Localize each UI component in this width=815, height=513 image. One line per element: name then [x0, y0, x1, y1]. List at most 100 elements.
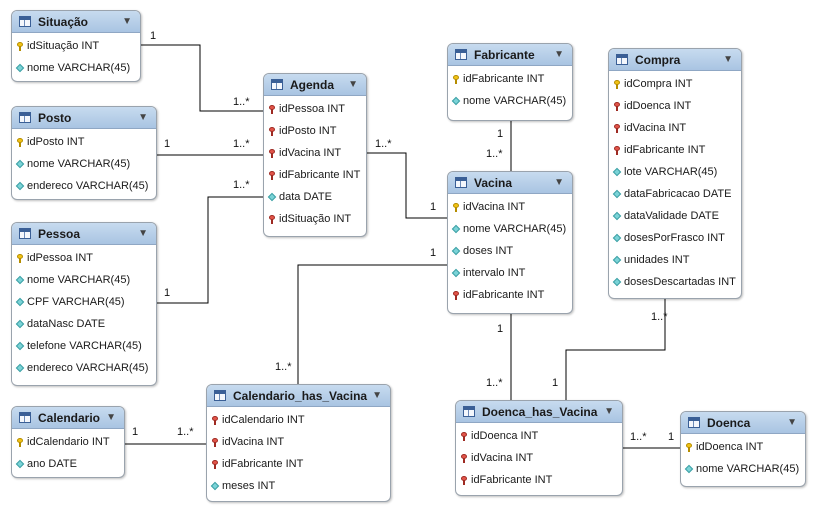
- triangle-down-icon[interactable]: ▼: [723, 54, 733, 65]
- situacao-header[interactable]: Situação▼: [12, 11, 140, 33]
- column-row[interactable]: idFabricante INT: [207, 453, 390, 475]
- triangle-down-icon[interactable]: ▼: [138, 112, 148, 123]
- column-row[interactable]: idPosto INT: [12, 131, 156, 153]
- column-row[interactable]: endereco VARCHAR(45): [12, 357, 156, 379]
- column-row[interactable]: idCalendario INT: [12, 431, 124, 453]
- column-row[interactable]: idFabricante INT: [264, 164, 366, 186]
- table-vacina[interactable]: Vacina▼idVacina INT nome VARCHAR(45) doses…: [447, 171, 573, 314]
- column-row[interactable]: idPessoa INT: [12, 247, 156, 269]
- card-agenda-side-situacao: 1..*: [233, 96, 250, 108]
- calendario-header[interactable]: Calendario▼: [12, 407, 124, 429]
- rel-pessoa-agenda[interactable]: [156, 196, 264, 304]
- column-row[interactable]: idCalendario INT: [207, 409, 390, 431]
- primary-key-icon: [16, 438, 24, 447]
- column-row[interactable]: ano DATE: [12, 453, 124, 475]
- column-row[interactable]: idVacina INT: [264, 142, 366, 164]
- calendario-has-vacina-header[interactable]: Calendario_has_Vacina▼: [207, 385, 390, 407]
- column-row[interactable]: idFabricante INT: [448, 284, 572, 306]
- column-label: dosesPorFrasco INT: [624, 232, 725, 244]
- column-row[interactable]: data DATE: [264, 186, 366, 208]
- rel-vacina-agenda[interactable]: [366, 152, 448, 219]
- column-row[interactable]: idDoenca INT: [681, 436, 805, 458]
- triangle-down-icon[interactable]: ▼: [554, 49, 564, 60]
- column-row[interactable]: nome VARCHAR(45): [12, 57, 140, 79]
- triangle-down-icon[interactable]: ▼: [787, 417, 797, 428]
- triangle-down-icon[interactable]: ▼: [604, 406, 614, 417]
- column-row[interactable]: telefone VARCHAR(45): [12, 335, 156, 357]
- column-row[interactable]: dosesDescartadas INT: [609, 271, 741, 293]
- column-label: meses INT: [222, 480, 276, 492]
- column-row[interactable]: dataNasc DATE: [12, 313, 156, 335]
- column-row[interactable]: CPF VARCHAR(45): [12, 291, 156, 313]
- compra-header[interactable]: Compra▼: [609, 49, 741, 71]
- column-row[interactable]: idVacina INT: [609, 117, 741, 139]
- column-row[interactable]: idCompra INT: [609, 73, 741, 95]
- table-grid-icon: [455, 49, 467, 60]
- triangle-down-icon[interactable]: ▼: [554, 177, 564, 188]
- column-row[interactable]: dataValidade DATE: [609, 205, 741, 227]
- column-row[interactable]: unidades INT: [609, 249, 741, 271]
- column-row[interactable]: meses INT: [207, 475, 390, 497]
- primary-key-icon: [16, 254, 24, 263]
- column-row[interactable]: idDoenca INT: [456, 425, 622, 447]
- column-row[interactable]: doses INT: [448, 240, 572, 262]
- doenca-header[interactable]: Doenca▼: [681, 412, 805, 434]
- triangle-down-icon[interactable]: ▼: [348, 79, 358, 90]
- column-row[interactable]: idVacina INT: [207, 431, 390, 453]
- column-row[interactable]: idSituação INT: [264, 208, 366, 230]
- table-grid-icon: [455, 177, 467, 188]
- column-row[interactable]: idPessoa INT: [264, 98, 366, 120]
- foreign-key-icon: [613, 146, 621, 155]
- posto-header[interactable]: Posto ▼: [12, 107, 156, 129]
- triangle-down-icon[interactable]: ▼: [122, 16, 132, 27]
- rel-vacina-calendario-has-vacina[interactable]: [297, 264, 448, 385]
- column-label: nome VARCHAR(45): [463, 223, 567, 235]
- column-row[interactable]: idVacina INT: [448, 196, 572, 218]
- column-row[interactable]: endereco VARCHAR(45): [12, 175, 156, 197]
- rel-situacao-agenda[interactable]: [140, 44, 264, 112]
- rel-doenca-has-vacina-compra[interactable]: [565, 298, 666, 401]
- column-row[interactable]: lote VARCHAR(45): [609, 161, 741, 183]
- pessoa-header[interactable]: Pessoa▼: [12, 223, 156, 245]
- column-row[interactable]: dosesPorFrasco INT: [609, 227, 741, 249]
- doenca-has-vacina-header[interactable]: Doenca_has_Vacina▼: [456, 401, 622, 423]
- column-row[interactable]: nome VARCHAR(45): [12, 269, 156, 291]
- fabricante-header[interactable]: Fabricante▼: [448, 44, 572, 66]
- foreign-key-icon: [268, 105, 276, 114]
- column-row[interactable]: nome VARCHAR(45): [448, 90, 572, 112]
- card-situacao-side: 1: [150, 30, 157, 42]
- column-row[interactable]: idFabricante INT: [456, 469, 622, 491]
- vacina-header[interactable]: Vacina▼: [448, 172, 572, 194]
- column-row[interactable]: idVacina INT: [456, 447, 622, 469]
- column-row[interactable]: nome VARCHAR(45): [681, 458, 805, 480]
- column-row[interactable]: intervalo INT: [448, 262, 572, 284]
- column-row[interactable]: idFabricante INT: [448, 68, 572, 90]
- triangle-down-icon[interactable]: ▼: [138, 228, 148, 239]
- column-row[interactable]: idSituação INT: [12, 35, 140, 57]
- column-label: idFabricante INT: [471, 474, 553, 486]
- column-row[interactable]: nome VARCHAR(45): [12, 153, 156, 175]
- triangle-down-icon[interactable]: ▼: [372, 390, 382, 401]
- triangle-down-icon[interactable]: ▼: [106, 412, 116, 423]
- card-fabricante-side: 1: [497, 128, 504, 140]
- column-row[interactable]: idFabricante INT: [609, 139, 741, 161]
- primary-key-icon: [16, 138, 24, 147]
- column-row[interactable]: idDoenca INT: [609, 95, 741, 117]
- column-row[interactable]: dataFabricacao DATE: [609, 183, 741, 205]
- agenda-header[interactable]: Agenda▼: [264, 74, 366, 96]
- foreign-key-icon: [460, 432, 468, 441]
- posto-title: Posto: [38, 111, 72, 125]
- column-row[interactable]: idPosto INT: [264, 120, 366, 142]
- column-row[interactable]: nome VARCHAR(45): [448, 218, 572, 240]
